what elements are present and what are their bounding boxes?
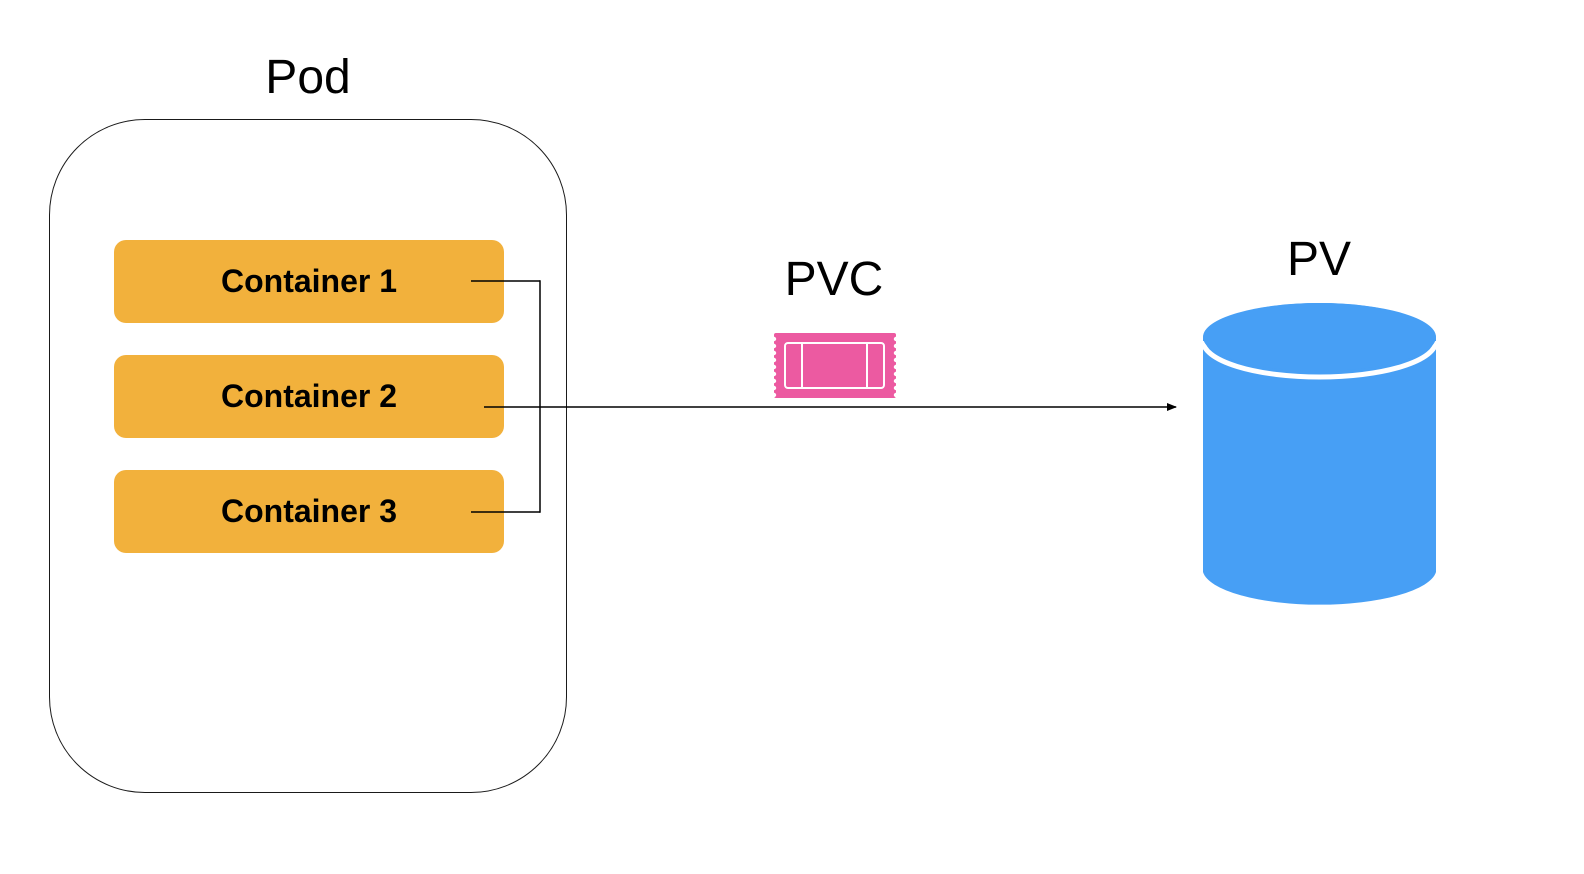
pv-label: PV	[1286, 233, 1352, 286]
container-1-box: Container 1	[114, 240, 504, 323]
ticket-icon	[771, 333, 899, 398]
pod-box	[49, 119, 567, 793]
container-3-label: Container 3	[220, 493, 398, 529]
pod-title: Pod	[265, 51, 351, 104]
container-2-box: Container 2	[114, 355, 504, 438]
container-3-box: Container 3	[114, 470, 504, 553]
pvc-label: PVC	[784, 253, 884, 306]
container-1-label: Container 1	[220, 263, 398, 299]
database-cylinder-icon	[1200, 303, 1439, 605]
container-bracket	[471, 280, 541, 513]
container-2-label: Container 2	[220, 378, 398, 414]
